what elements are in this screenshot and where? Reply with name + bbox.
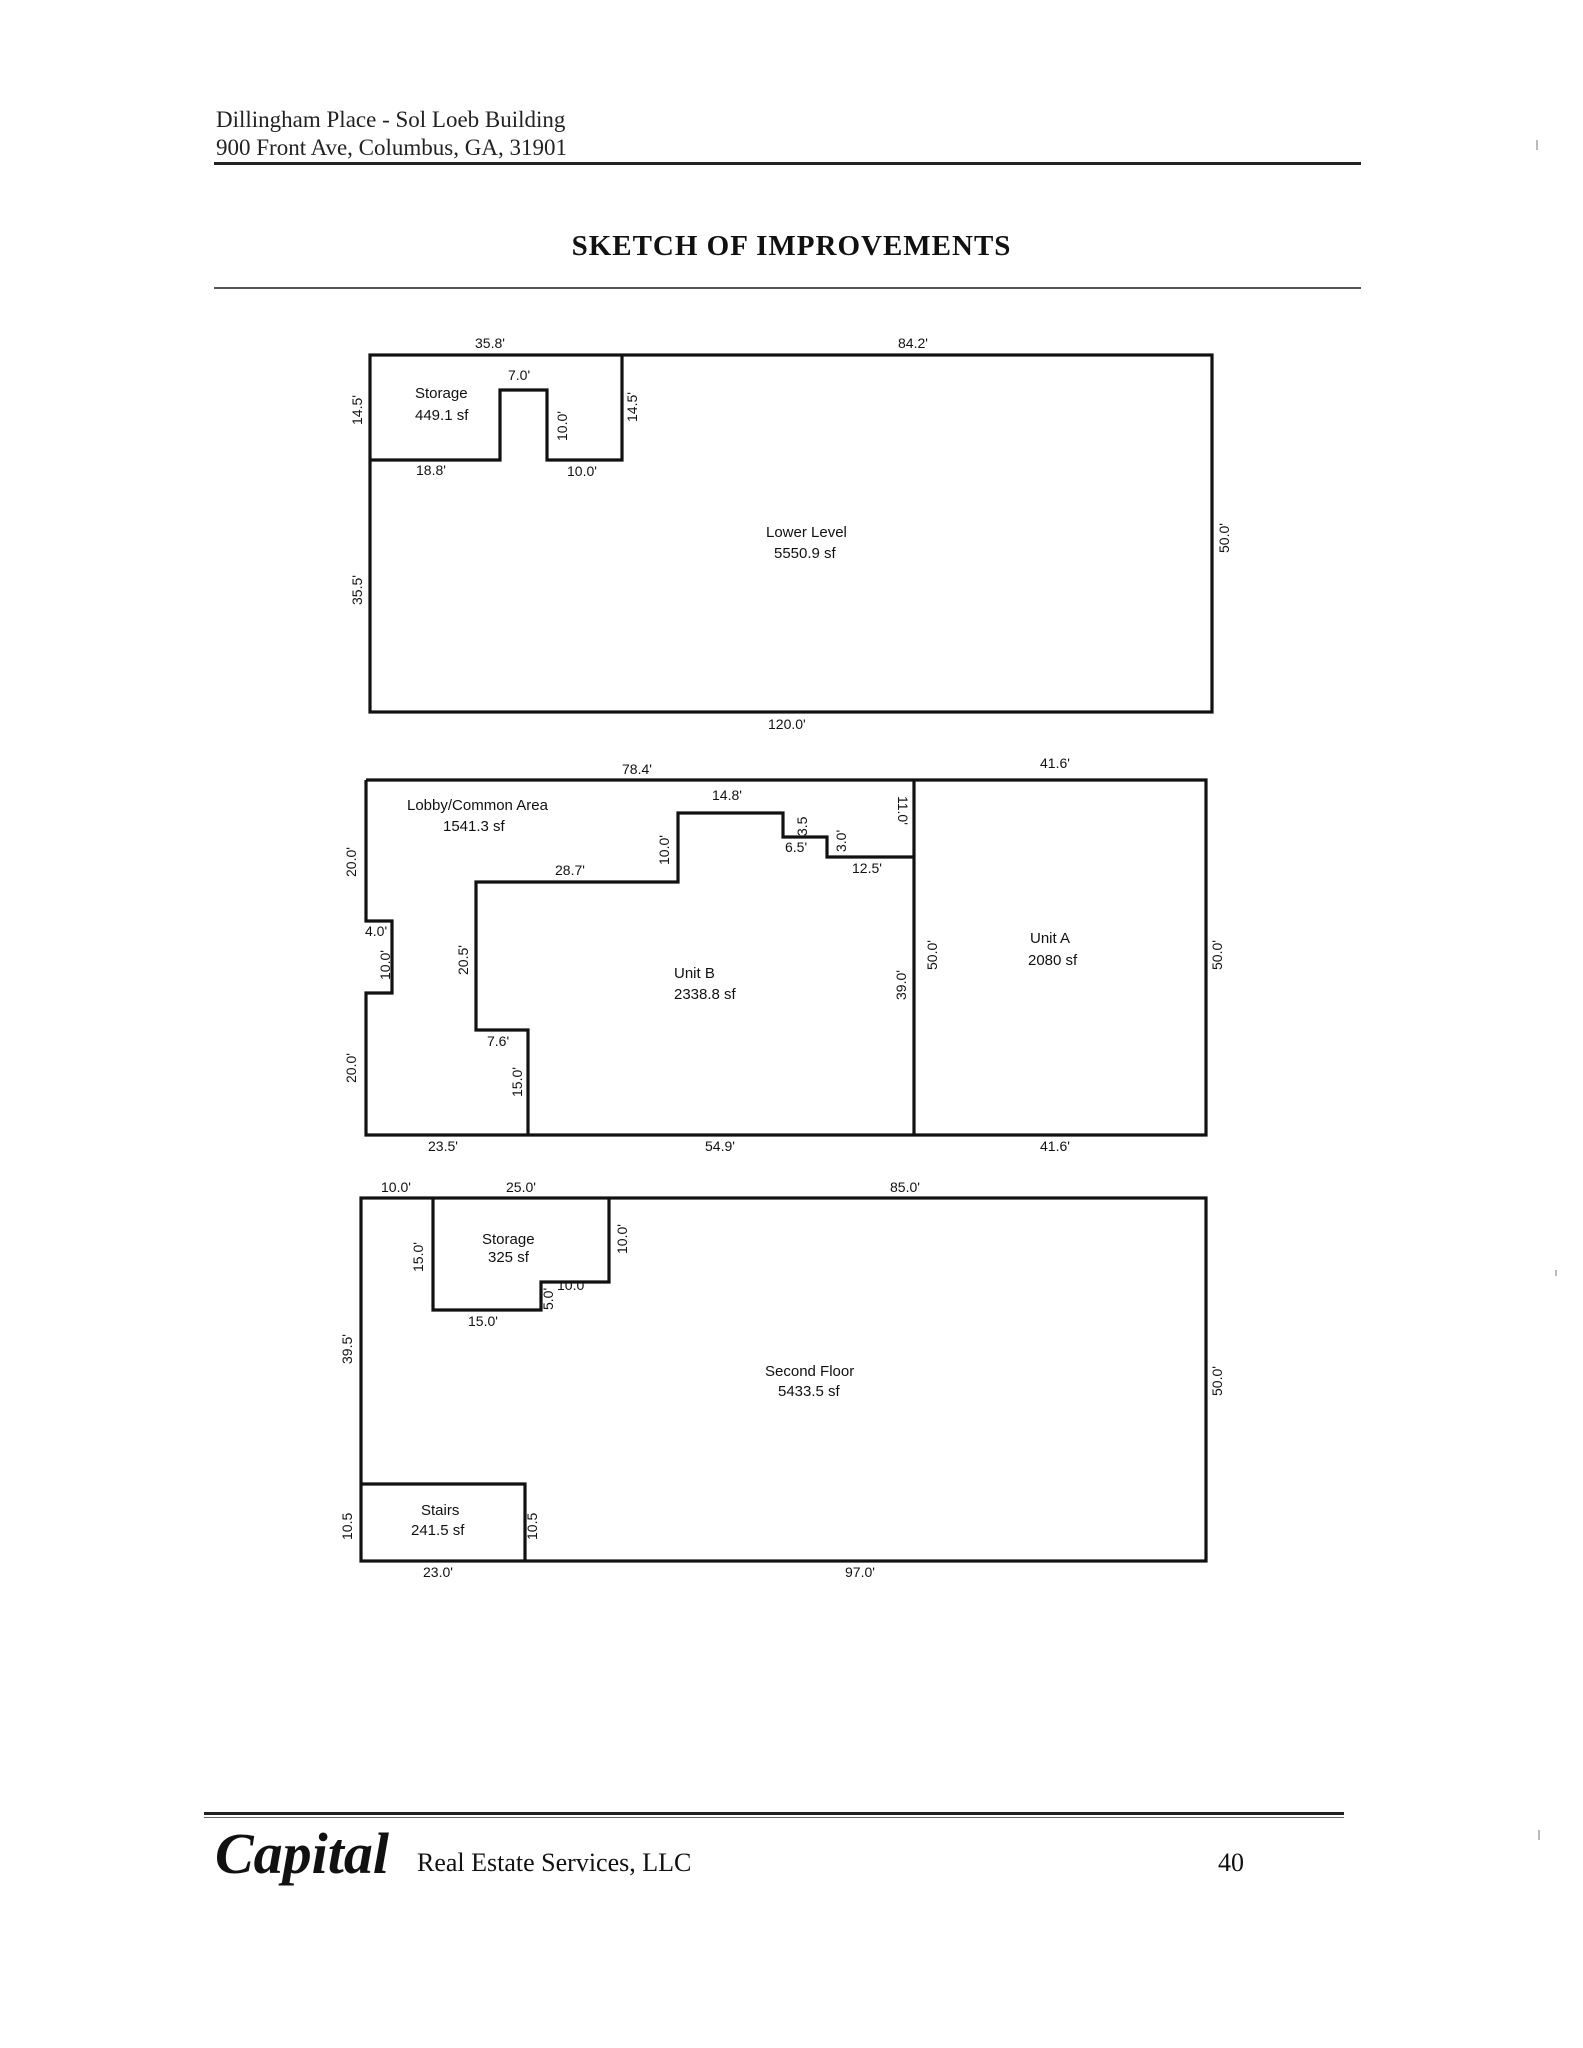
ff-dim-unit-a-left: 50.0' xyxy=(924,940,940,970)
lower-level-plan: Storage 449.1 sf Lower Level 5550.9 sf 3… xyxy=(349,335,1232,732)
sf-dim-bottom-right: 97.0' xyxy=(845,1564,875,1580)
second-storage-label: Storage xyxy=(482,1231,535,1248)
lower-storage-area: 449.1 sf xyxy=(415,407,469,424)
ff-dim-step-a: 3.5 xyxy=(794,816,810,836)
ff-dim-step-top: 14.8' xyxy=(712,787,742,803)
stairs-wall xyxy=(361,1482,527,1561)
ff-dim-top-right: 41.6' xyxy=(1040,755,1070,771)
scan-mark xyxy=(1555,1270,1557,1276)
unit-b-wall xyxy=(474,811,914,1135)
header-property-name: Dillingham Place - Sol Loeb Building xyxy=(216,107,566,132)
title-rule xyxy=(214,287,1361,289)
lower-dim-top-right: 84.2' xyxy=(898,335,928,351)
lower-dim-left-top: 14.5' xyxy=(349,395,365,425)
lower-level-outline xyxy=(368,353,1214,714)
ff-dim-bottom-left: 23.5' xyxy=(428,1138,458,1154)
stairs-area: 241.5 sf xyxy=(411,1522,465,1539)
sf-dim-stairs-left: 10.5 xyxy=(339,1513,355,1540)
ff-dim-bottom-mid: 54.9' xyxy=(705,1138,735,1154)
footer-company-name: Real Estate Services, LLC xyxy=(417,1848,692,1877)
lower-dim-storage-bottom-left: 18.8' xyxy=(416,462,446,478)
footer-rule-thin xyxy=(204,1817,1344,1818)
lower-dim-notch-side: 10.0' xyxy=(554,411,570,441)
lower-level-label: Lower Level xyxy=(766,524,847,541)
lower-dim-storage-bottom-right: 10.0' xyxy=(567,463,597,479)
sf-dim-top-a: 10.0' xyxy=(381,1179,411,1195)
sf-dim-top-c: 85.0' xyxy=(890,1179,920,1195)
first-floor-outline xyxy=(364,778,1208,1137)
sf-dim-storage-step-h: 5.0' xyxy=(540,1288,556,1310)
ff-dim-step-left: 10.0' xyxy=(656,835,672,865)
ff-dim-inner-jog: 7.6' xyxy=(487,1033,509,1049)
lower-storage-label: Storage xyxy=(415,385,468,402)
sf-dim-stairs-right: 10.5 xyxy=(524,1513,540,1540)
second-floor-label: Second Floor xyxy=(765,1363,854,1380)
second-floor-area: 5433.5 sf xyxy=(778,1383,841,1400)
second-floor-storage-wall xyxy=(431,1198,611,1312)
ff-dim-unit-b-right: 39.0' xyxy=(893,970,909,1000)
lower-dim-bottom: 120.0' xyxy=(768,716,806,732)
scan-mark xyxy=(1538,1830,1540,1840)
scan-mark xyxy=(1536,140,1538,150)
footer-brand-logo: Capital xyxy=(215,1821,390,1886)
ff-dim-unit-a-right: 50.0' xyxy=(1209,940,1225,970)
ff-dim-left-bottom: 20.0' xyxy=(343,1053,359,1083)
lower-level-area: 5550.9 sf xyxy=(774,545,837,562)
footer-rule xyxy=(204,1812,1344,1815)
ff-dim-top-left: 78.4' xyxy=(622,761,652,777)
ff-dim-inner-left: 20.5' xyxy=(455,945,471,975)
ff-dim-step-c: 6.5' xyxy=(785,839,807,855)
ff-dim-jog-width: 4.0' xyxy=(365,923,387,939)
sf-dim-top-b: 25.0' xyxy=(506,1179,536,1195)
unit-a-label: Unit A xyxy=(1030,930,1070,947)
second-floor-outline xyxy=(359,1196,1208,1563)
page-title: SKETCH OF IMPROVEMENTS xyxy=(571,230,1012,262)
lower-level-storage-wall xyxy=(370,355,624,462)
sf-dim-storage-bottom: 15.0' xyxy=(468,1313,498,1329)
sf-dim-bottom-left: 23.0' xyxy=(423,1564,453,1580)
ff-dim-right-short: 11.0' xyxy=(895,796,911,825)
sf-dim-storage-right: 10.0' xyxy=(614,1224,630,1254)
lobby-label: Lobby/Common Area xyxy=(407,797,549,814)
lower-dim-storage-right: 14.5' xyxy=(624,392,640,422)
lower-dim-notch-top: 7.0' xyxy=(508,367,530,383)
stairs-label: Stairs xyxy=(421,1502,459,1519)
lower-dim-right: 50.0' xyxy=(1216,523,1232,553)
ff-dim-inner-top: 28.7' xyxy=(555,862,585,878)
second-floor-plan: Storage 325 sf Second Floor 5433.5 sf St… xyxy=(339,1179,1225,1580)
sf-dim-right: 50.0' xyxy=(1209,1366,1225,1396)
ff-dim-bottom-right: 41.6' xyxy=(1040,1138,1070,1154)
sf-dim-storage-step-w: 10.0' xyxy=(557,1277,587,1293)
sf-dim-storage-left: 15.0' xyxy=(410,1242,426,1272)
sf-dim-left: 39.5' xyxy=(339,1334,355,1364)
ff-dim-step-d: 12.5' xyxy=(852,860,882,876)
ff-dim-jog-height: 10.0' xyxy=(377,950,393,980)
ff-dim-left-top: 20.0' xyxy=(343,847,359,877)
first-floor-plan: Lobby/Common Area 1541.3 sf Unit B 2338.… xyxy=(343,755,1225,1154)
header-address: 900 Front Ave, Columbus, GA, 31901 xyxy=(216,135,567,160)
unit-b-area: 2338.8 sf xyxy=(674,986,737,1003)
lower-dim-top-left: 35.8' xyxy=(475,335,505,351)
ff-dim-step-b: 3.0' xyxy=(833,830,849,852)
page-number: 40 xyxy=(1218,1848,1244,1877)
lobby-area: 1541.3 sf xyxy=(443,818,506,835)
unit-a-area: 2080 sf xyxy=(1028,952,1078,969)
unit-b-label: Unit B xyxy=(674,965,715,982)
second-storage-area: 325 sf xyxy=(488,1249,530,1266)
header-rule xyxy=(214,162,1361,165)
lower-dim-left-bottom: 35.5' xyxy=(349,575,365,605)
ff-dim-inner-low: 15.0' xyxy=(509,1067,525,1097)
